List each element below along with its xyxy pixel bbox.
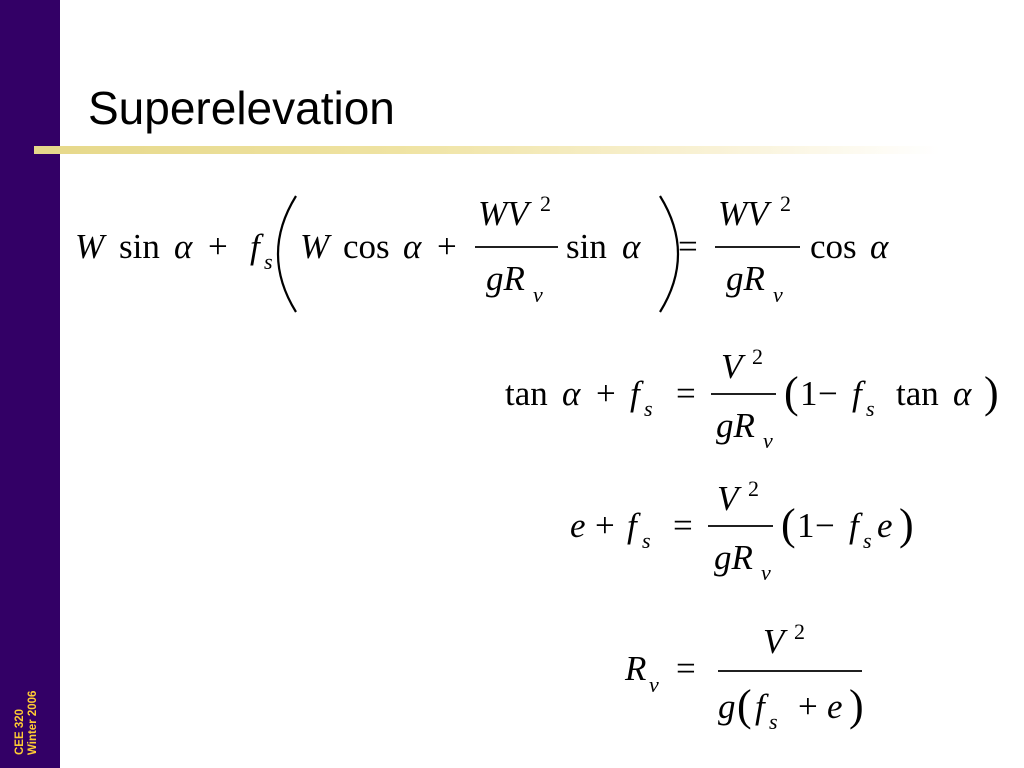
svg-text:2: 2 [780,191,791,216]
svg-text:WV: WV [478,194,532,233]
svg-text:tan: tan [505,374,548,413]
svg-text:α: α [622,227,641,266]
svg-text:f: f [627,506,641,545]
svg-text:f: f [755,687,769,726]
svg-text:2: 2 [794,619,805,644]
svg-text:f: f [852,374,866,413]
svg-text:f: f [250,227,264,266]
svg-text:s: s [264,249,273,274]
svg-text:v: v [649,672,659,697]
svg-text:α: α [562,374,581,413]
svg-text:s: s [866,396,875,421]
svg-text:e: e [827,687,843,726]
svg-text:=: = [676,649,696,688]
svg-text:−: − [818,374,838,413]
footer-term: Winter 2006 [27,690,39,755]
footer-course-info: CEE 320 Winter 2006 [14,691,40,755]
svg-text:=: = [673,506,693,545]
sidebar-band [0,0,60,768]
svg-text:tan: tan [896,374,939,413]
svg-text:e: e [570,506,586,545]
footer-course: CEE 320 [14,708,26,755]
svg-text:sin: sin [119,227,160,266]
svg-text:+: + [595,506,615,545]
equation-tangent-form: tan α + f s = V 2 gR v ( 1 − f s tan α ) [500,335,1010,460]
svg-text:V: V [721,347,746,386]
svg-text:V: V [763,622,788,661]
svg-text:W: W [75,227,107,266]
svg-text:v: v [773,282,783,307]
equation-radius-formula: R v = V 2 g ( f s + e ) [620,610,890,745]
equation-superelevation-form: e + f s = V 2 gR v ( 1 − f s e ) [565,470,935,595]
equation-superelevation-form-graphic: e + f s = V 2 gR v ( 1 − f s e ) [570,476,914,585]
svg-text:2: 2 [748,476,759,501]
svg-text:e: e [877,506,893,545]
svg-text:+: + [208,227,228,266]
svg-text:(: ( [781,500,796,549]
svg-text:v: v [533,282,543,307]
svg-text:s: s [863,528,872,553]
svg-text:s: s [644,396,653,421]
svg-text:V: V [717,479,742,518]
svg-text:α: α [174,227,193,266]
svg-text:f: f [849,506,863,545]
equation-radius-formula-graphic: R v = V 2 g ( f s + e ) [624,619,864,734]
svg-text:(: ( [737,681,752,730]
svg-text:α: α [953,374,972,413]
svg-text:α: α [870,227,889,266]
svg-text:f: f [630,374,644,413]
svg-text:2: 2 [540,191,551,216]
svg-text:): ) [849,681,864,730]
svg-text:): ) [984,368,999,417]
svg-text:gR: gR [714,538,753,577]
svg-text:gR: gR [716,406,755,445]
svg-text:cos: cos [810,227,857,266]
svg-text:=: = [676,374,696,413]
svg-text:WV: WV [718,194,772,233]
svg-text:v: v [763,428,773,453]
svg-text:=: = [678,227,698,266]
svg-text:W: W [300,227,332,266]
svg-text:): ) [899,500,914,549]
svg-text:(: ( [784,368,799,417]
svg-text:s: s [642,528,651,553]
svg-text:g: g [718,687,736,726]
svg-text:+: + [596,374,616,413]
slide-title: Superelevation [88,82,395,134]
svg-text:1: 1 [800,374,818,413]
svg-text:α: α [403,227,422,266]
equation-force-balance-graphic: W sin α + f s W cos α + WV 2 gR v sin α … [75,191,889,313]
equation-force-balance: W sin α + f s W cos α + WV 2 gR v sin α … [70,190,910,325]
svg-text:2: 2 [752,344,763,369]
svg-text:cos: cos [343,227,390,266]
svg-text:R: R [624,649,646,688]
svg-text:v: v [761,560,771,585]
title-underline [34,146,940,154]
equation-tangent-form-graphic: tan α + f s = V 2 gR v ( 1 − f s tan α ) [505,344,999,453]
svg-text:gR: gR [726,259,765,298]
svg-text:gR: gR [486,259,525,298]
svg-text:+: + [437,227,457,266]
svg-text:s: s [769,709,778,734]
svg-text:1: 1 [797,506,815,545]
svg-text:+: + [798,687,818,726]
svg-text:−: − [815,506,835,545]
svg-text:sin: sin [566,227,607,266]
